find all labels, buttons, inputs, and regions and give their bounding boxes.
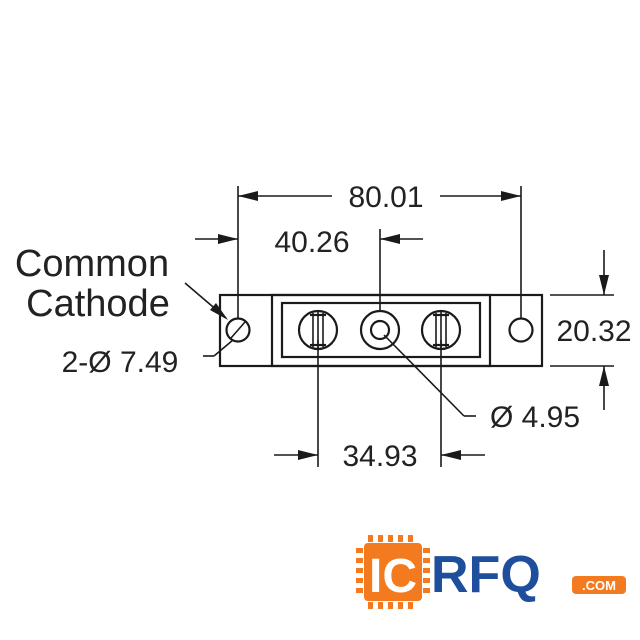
label-cathode: Cathode: [26, 283, 170, 325]
label-common: Common: [15, 243, 169, 285]
label-center-hole: Ø 4.95: [490, 401, 580, 434]
logo-dotcom-badge: [572, 576, 626, 594]
dimension-pin-offset: 40.26: [195, 226, 423, 311]
logo-ic: IC: [369, 550, 417, 603]
dim-label-pin-offset: 40.26: [274, 226, 349, 259]
mount-hole-left: [225, 317, 251, 343]
dim-label-height: 20.32: [556, 315, 631, 348]
chip-icon: [356, 535, 430, 609]
callout-common-cathode: Common Cathode: [15, 243, 228, 325]
icrfq-logo: IC RFQ .COM: [356, 535, 626, 609]
logo-rfq: RFQ: [431, 546, 541, 604]
outer-flange: [218, 293, 544, 368]
inner-housing-outer: [270, 293, 492, 368]
dim-label-overall-width: 80.01: [348, 181, 423, 214]
callout-center-hole: Ø 4.95: [383, 334, 580, 434]
dimension-overall-width: 80.01: [237, 181, 522, 318]
inner-housing-inner: [280, 301, 482, 359]
dimension-height: 20.32: [550, 250, 632, 410]
dim-label-pin-spacing: 34.93: [342, 440, 417, 473]
dimension-pin-spacing: 34.93: [274, 340, 485, 473]
mount-hole-left-hatch: [230, 321, 246, 339]
mount-hole-right: [508, 317, 534, 343]
component-body: [218, 293, 544, 368]
logo-dotcom: .COM: [582, 578, 616, 593]
callout-mount-hole: 2-Ø 7.49: [62, 339, 234, 379]
label-mount-hole: 2-Ø 7.49: [62, 346, 179, 379]
